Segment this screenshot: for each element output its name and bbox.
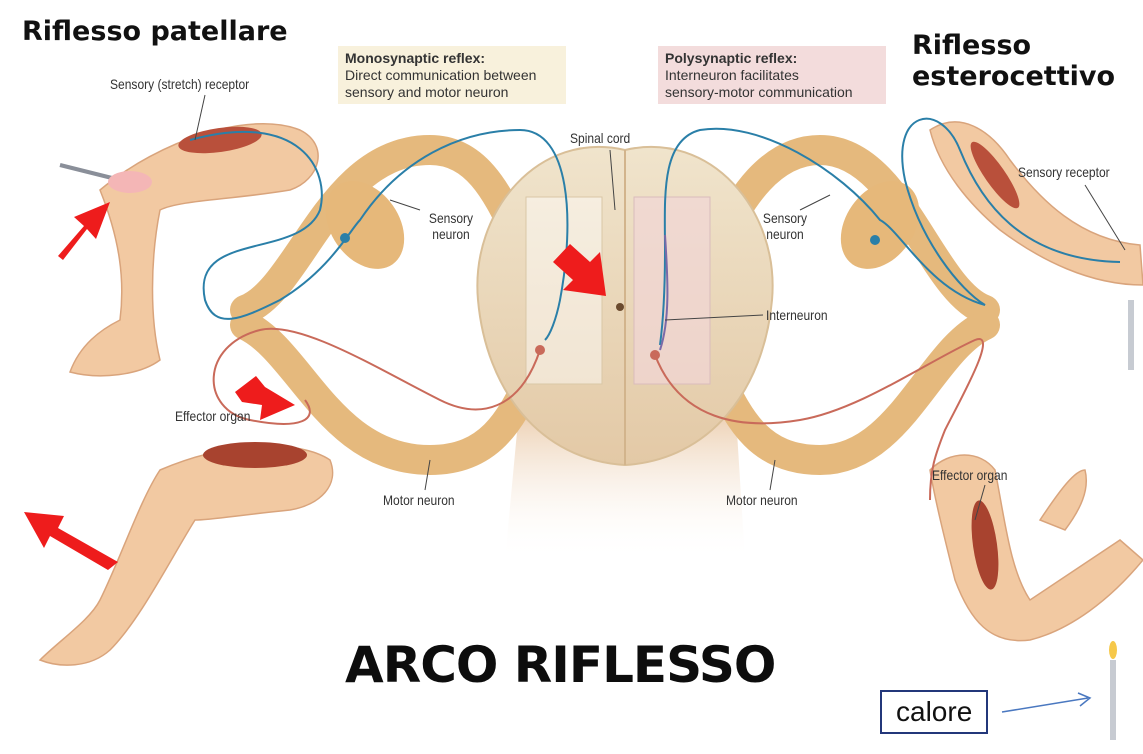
monosynaptic-desc: Direct communication between sensory and… (345, 67, 559, 101)
arm-figure (930, 122, 1143, 641)
label-motor-neuron-left: Motor neuron (383, 492, 455, 508)
label-sensory-receptor: Sensory receptor (1018, 164, 1110, 180)
label-interneuron: Interneuron (766, 307, 828, 323)
label-sensory-stretch-receptor: Sensory (stretch) receptor (110, 76, 249, 92)
polysynaptic-desc: Interneuron facilitates sensory-motor co… (665, 67, 879, 101)
calore-box: calore (880, 690, 988, 734)
main-title: ARCO RIFLESSO (345, 636, 775, 694)
monosynaptic-box: Monosynaptic reflex: Direct communicatio… (338, 46, 566, 104)
right-heading: Riflesso esterocettivo (912, 30, 1115, 92)
label-spinal-cord: Spinal cord (570, 130, 630, 146)
left-heading: Riflesso patellare (22, 16, 288, 47)
label-effector-organ-left: Effector organ (175, 408, 250, 424)
arrow-leg-kick (24, 512, 118, 570)
polysynaptic-title: Polysynaptic reflex: (665, 50, 879, 67)
calore-arrow (1002, 693, 1090, 712)
leg-figure (40, 124, 333, 665)
label-effector-organ-right: Effector organ (932, 467, 1007, 483)
label-motor-neuron-right: Motor neuron (726, 492, 798, 508)
arrow-knee (58, 202, 110, 260)
candle-figure (1109, 300, 1134, 740)
label-sensory-neuron-left: Sensory neuron (421, 210, 481, 242)
polysynaptic-box: Polysynaptic reflex: Interneuron facilit… (658, 46, 886, 104)
monosynaptic-title: Monosynaptic reflex: (345, 50, 559, 67)
label-sensory-neuron-right: Sensory neuron (755, 210, 815, 242)
